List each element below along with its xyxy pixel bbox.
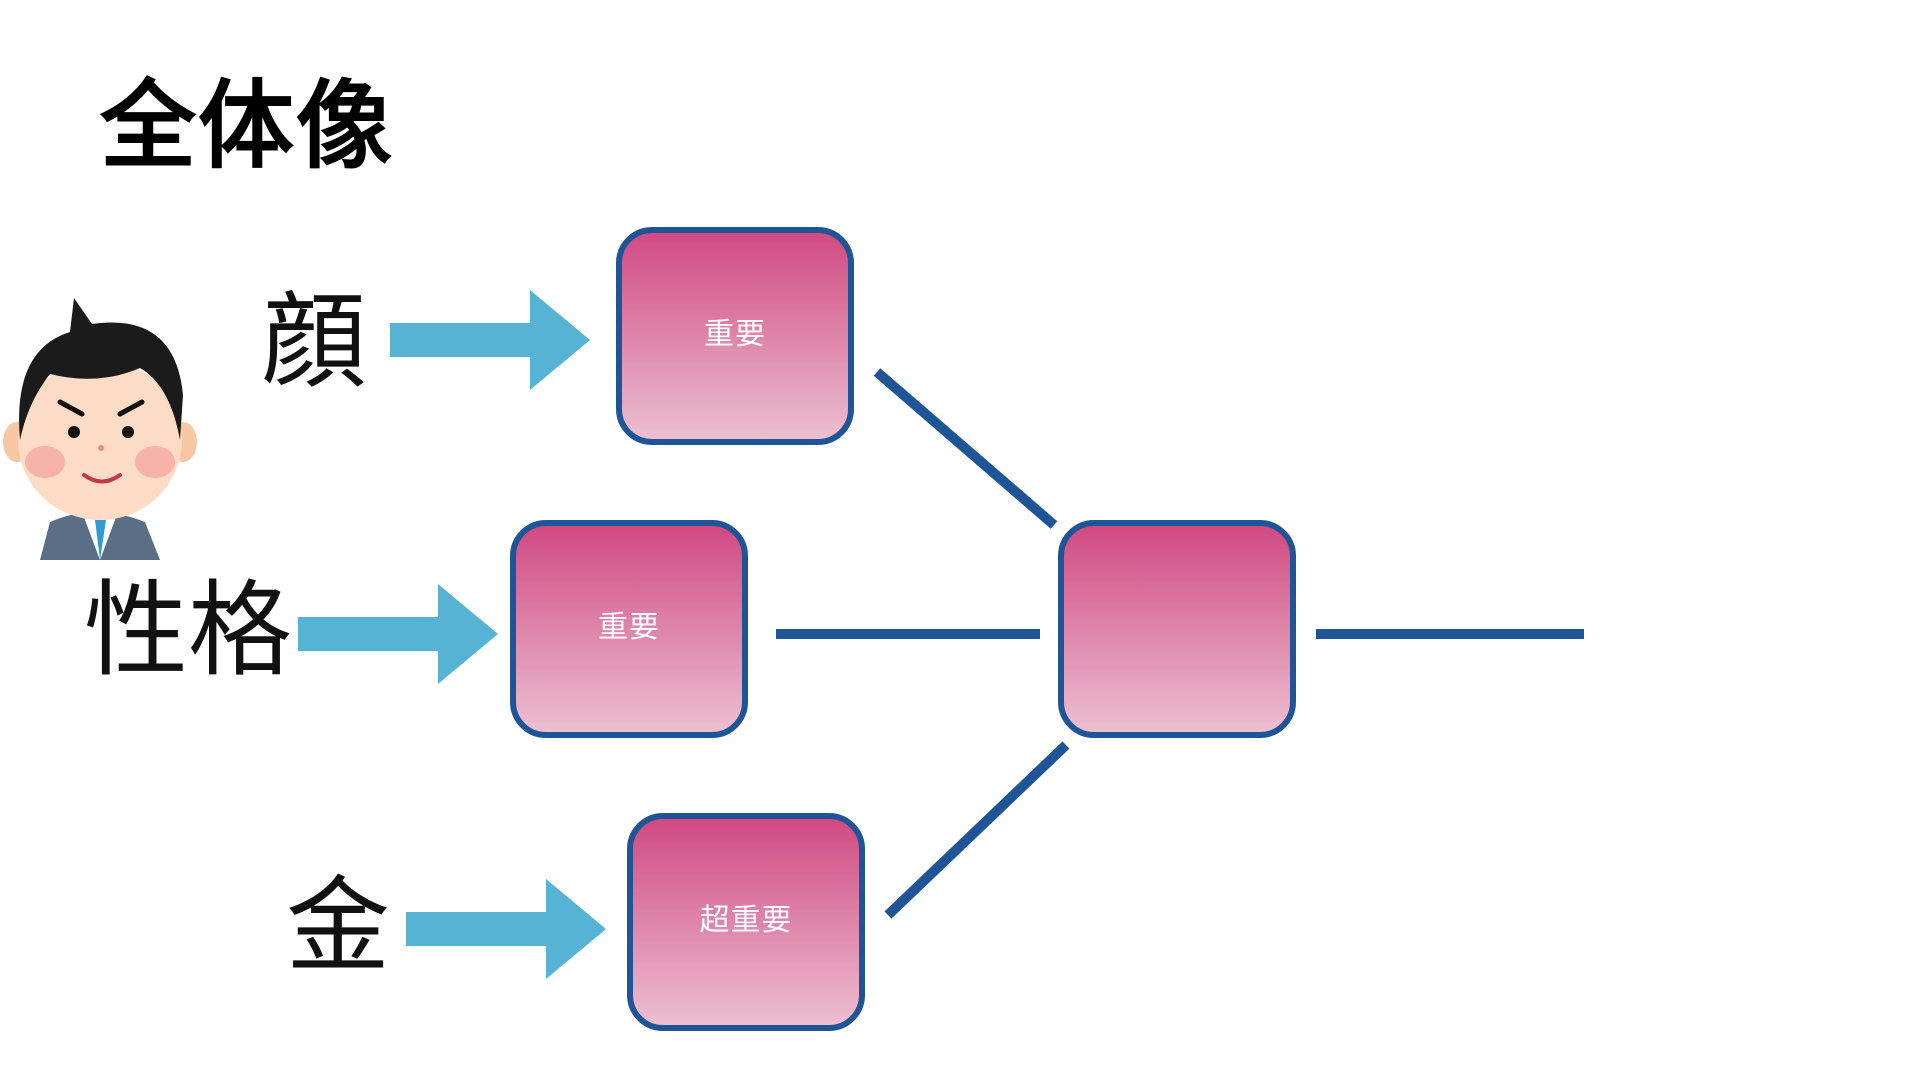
arrow-personality <box>298 584 498 684</box>
node-output <box>1058 520 1296 738</box>
node-face: 重要 <box>616 227 854 445</box>
connector-face-to-output <box>873 368 1058 529</box>
arrow-money <box>406 879 606 979</box>
connector-money-to-output <box>884 741 1070 919</box>
node-money: 超重要 <box>627 813 865 1031</box>
input-label-money: 金 <box>286 865 391 987</box>
businessman-illustration-icon <box>3 298 197 560</box>
input-label-face: 顔 <box>262 281 367 403</box>
node-face-text: 重要 <box>704 317 766 352</box>
node-personality: 重要 <box>510 520 748 738</box>
slide-title: 全体像 <box>100 70 394 182</box>
input-label-personality: 性格 <box>84 569 293 691</box>
node-personality-text: 重要 <box>598 610 660 645</box>
arrow-face <box>390 290 590 390</box>
node-money-text: 超重要 <box>699 903 793 938</box>
